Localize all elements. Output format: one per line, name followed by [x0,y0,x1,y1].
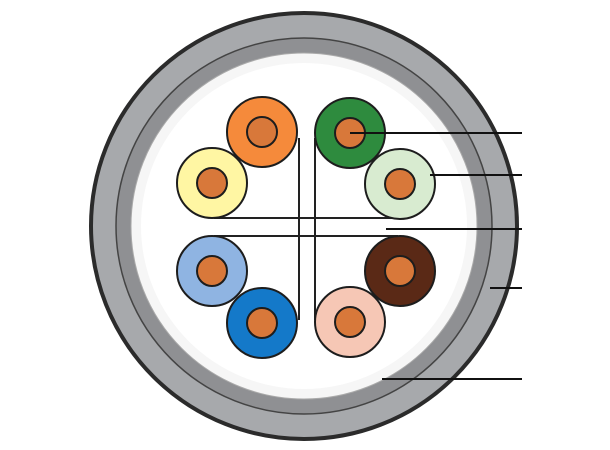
wire-brown [364,235,436,307]
wire-blue [226,287,298,359]
wire-white-brown [314,286,386,358]
wire-white-orange [176,147,248,219]
leader-lines [350,132,522,380]
cross-separator [214,138,398,320]
wire-white-blue [176,235,248,307]
wire-pairs [176,96,436,359]
core-fill [141,63,467,389]
wire-orange [226,96,298,168]
wire-white-green [364,148,436,220]
